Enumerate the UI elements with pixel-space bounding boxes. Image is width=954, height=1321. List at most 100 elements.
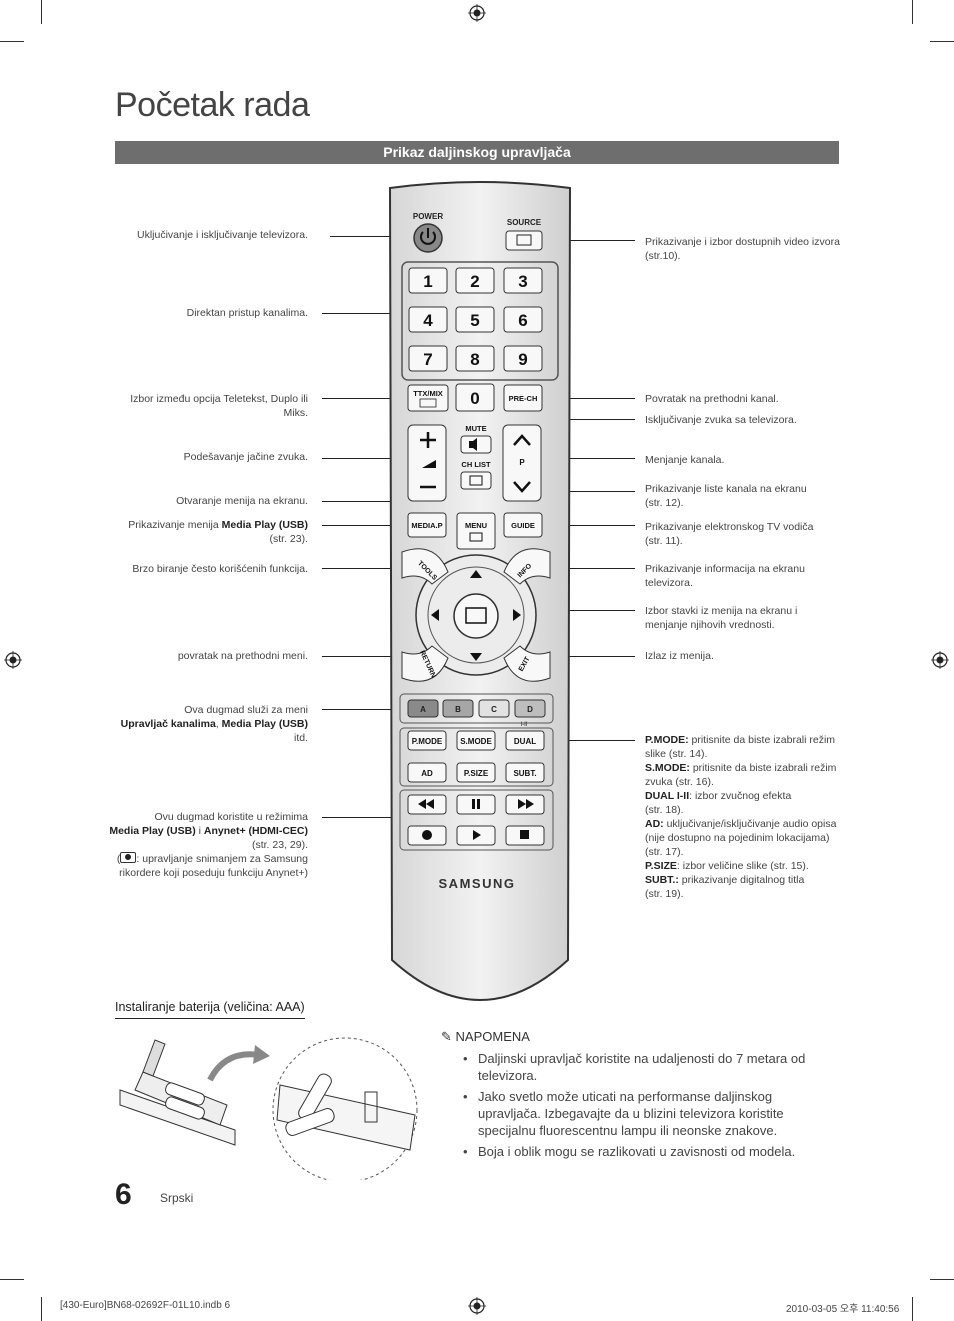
prech-label: PRE-CH (509, 394, 538, 403)
digit-zero-label: 0 (470, 389, 479, 408)
page-number: 6 (115, 1178, 132, 1211)
label-source: Prikazivanje i izbor dostupnih video izv… (645, 236, 840, 262)
color-button-a[interactable] (407, 699, 439, 718)
crop-mark (930, 41, 954, 42)
power-label: POWER (413, 212, 443, 221)
digit-button[interactable] (408, 345, 448, 372)
info-button[interactable] (503, 548, 551, 585)
label-ttx: Izbor između opcija Teletekst, Duplo ili… (130, 393, 308, 419)
leader-line (322, 525, 408, 526)
label-media: Prikazivanje menija Media Play (USB)(str… (128, 519, 308, 545)
crop-mark (0, 41, 24, 42)
enter-button[interactable] (453, 593, 499, 639)
leader-line (322, 458, 410, 459)
battery-illustration (119, 1037, 418, 1180)
ad-label: AD (421, 769, 433, 778)
label-function-buttons: P.MODE: pritisnite da biste izabrali rež… (645, 734, 837, 900)
digit-button[interactable] (503, 267, 543, 294)
dual-marks: I-II (521, 722, 528, 728)
leader-line (545, 568, 635, 569)
pause-button[interactable] (456, 794, 496, 815)
ad-button[interactable] (407, 762, 447, 783)
dual-label: DUAL (514, 737, 536, 746)
registration-mark-icon (468, 4, 486, 22)
crop-mark (930, 1279, 954, 1280)
color-b-label: B (455, 705, 461, 714)
subt-button[interactable] (505, 762, 545, 783)
smode-label: S.MODE (460, 737, 492, 746)
footer-file: [430-Euro]BN68-02692F-01L10.indb 6 (60, 1300, 231, 1311)
leader-line (322, 709, 402, 710)
source-button[interactable] (505, 230, 543, 251)
psize-label: P.SIZE (464, 769, 489, 778)
dual-button[interactable] (505, 730, 545, 751)
ttx-label: TTX/MIX (413, 389, 443, 398)
digit-zero-button[interactable] (455, 383, 495, 412)
tools-button[interactable] (401, 548, 449, 585)
digit-button[interactable] (408, 267, 448, 294)
leader-line (322, 568, 410, 569)
label-power: Uključivanje i isključivanje televizora. (137, 229, 308, 241)
psize-button[interactable] (456, 762, 496, 783)
section-header: Prikaz daljinskog upravljača (115, 141, 839, 164)
guide-button[interactable] (503, 512, 543, 538)
leader-line (550, 740, 635, 741)
media-label: MEDIA.P (411, 521, 442, 530)
menu-label: MENU (465, 521, 487, 530)
label-prech: Povratak na prethodni kanal. (645, 393, 779, 405)
label-mute: Isključivanje zvuka sa televizora. (645, 414, 797, 426)
note-item: Daljinski upravljač koristite na udaljen… (463, 1050, 823, 1084)
digit-label: 5 (470, 311, 479, 330)
color-button-c[interactable] (478, 699, 510, 718)
color-button-d[interactable] (514, 699, 546, 718)
menu-button[interactable] (456, 512, 496, 550)
digit-button[interactable] (455, 267, 495, 294)
digit-label: 3 (518, 272, 527, 291)
label-volume: Podešavanje jačine zvuka. (183, 451, 308, 463)
note-item: Boja i oblik mogu se razlikovati u zavis… (463, 1143, 823, 1160)
digit-label: 9 (518, 350, 527, 369)
digit-button[interactable] (503, 306, 543, 333)
return-button[interactable] (401, 645, 449, 682)
digit-label: 7 (423, 350, 432, 369)
smode-button[interactable] (456, 730, 496, 751)
digit-button[interactable] (455, 345, 495, 372)
leader-line (545, 240, 635, 241)
label-menu: Otvaranje menija na ekranu. (176, 495, 308, 507)
color-c-label: C (491, 705, 497, 714)
crop-mark (41, 0, 42, 24)
note-list: Daljinski upravljač koristite na udaljen… (463, 1050, 823, 1164)
exit-button[interactable] (503, 645, 551, 682)
digit-button[interactable] (455, 306, 495, 333)
label-tools: Brzo biranje često korišćenih funkcija. (132, 563, 308, 575)
pmode-label: P.MODE (412, 737, 443, 746)
prech-button[interactable] (503, 384, 543, 412)
channel-rocker[interactable] (502, 424, 542, 502)
digit-button[interactable] (408, 306, 448, 333)
crop-mark (41, 1297, 42, 1321)
color-a-label: A (420, 705, 426, 714)
pmode-button[interactable] (407, 730, 447, 751)
record-icon (120, 852, 137, 863)
label-channel: Menjanje kanala. (645, 454, 725, 466)
digit-label: 6 (518, 311, 527, 330)
footer-date: 2010-03-05 오후 11:40:56 (786, 1304, 900, 1315)
page-language: Srpski (160, 1191, 194, 1205)
digit-label: 1 (423, 272, 432, 291)
ttx-button[interactable] (407, 384, 449, 412)
leader-line (540, 458, 635, 459)
media-button[interactable] (407, 512, 447, 538)
color-button-b[interactable] (442, 699, 474, 718)
note-pencil-icon: ✎ (441, 1029, 452, 1044)
digit-button[interactable] (503, 345, 543, 372)
note-heading: ✎ NAPOMENA (441, 1029, 530, 1044)
volume-rocker[interactable] (407, 424, 447, 502)
subt-label: SUBT. (513, 769, 536, 778)
chlist-button[interactable] (460, 471, 492, 490)
page-title: Početak rada (115, 86, 310, 124)
label-exit: Izlaz iz menija. (645, 650, 714, 662)
